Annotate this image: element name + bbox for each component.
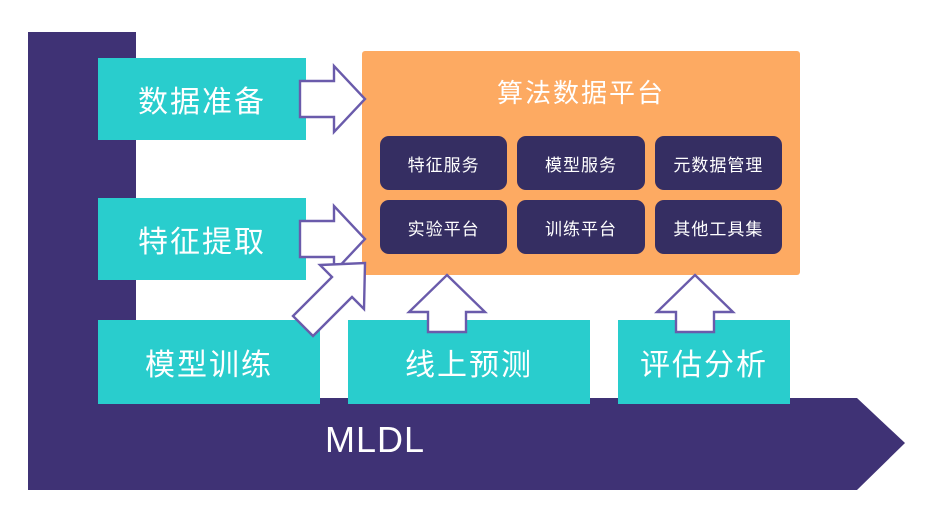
- stage-evaluation-analysis-label: 评估分析: [640, 349, 768, 382]
- platform-title: 算法数据平台: [496, 78, 665, 108]
- pipeline-caption: MLDL: [325, 419, 426, 460]
- stage-online-prediction[interactable]: 线上预测: [348, 320, 590, 404]
- stage-feature-extraction-label: 特征提取: [138, 226, 266, 259]
- module-model-service[interactable]: 模型服务: [517, 136, 645, 190]
- module-experiment-platform[interactable]: 实验平台: [380, 200, 508, 254]
- stage-model-training[interactable]: 模型训练: [98, 320, 320, 404]
- module-metadata-management[interactable]: 元数据管理: [654, 136, 782, 190]
- stage-model-training-label: 模型训练: [145, 349, 273, 382]
- stage-feature-extraction[interactable]: 特征提取: [98, 198, 306, 280]
- module-other-toolset[interactable]: 其他工具集: [654, 200, 782, 254]
- module-training-platform[interactable]: 训练平台: [517, 200, 645, 254]
- stage-online-prediction-label: 线上预测: [405, 349, 533, 382]
- platform-module-grid: 特征服务 模型服务 元数据管理 实验平台 训练平台 其他工具集: [380, 136, 782, 254]
- stage-data-preparation-label: 数据准备: [138, 86, 266, 119]
- algorithm-data-platform-panel: 算法数据平台 特征服务 模型服务 元数据管理 实验平台 训练平台 其他工具集: [362, 51, 800, 275]
- arrow-right-icon-feature-extract: [298, 202, 367, 276]
- module-feature-service[interactable]: 特征服务: [380, 136, 508, 190]
- stage-data-preparation[interactable]: 数据准备: [98, 58, 306, 140]
- stage-evaluation-analysis[interactable]: 评估分析: [618, 320, 790, 404]
- arrow-right-icon-data-prep: [298, 62, 367, 136]
